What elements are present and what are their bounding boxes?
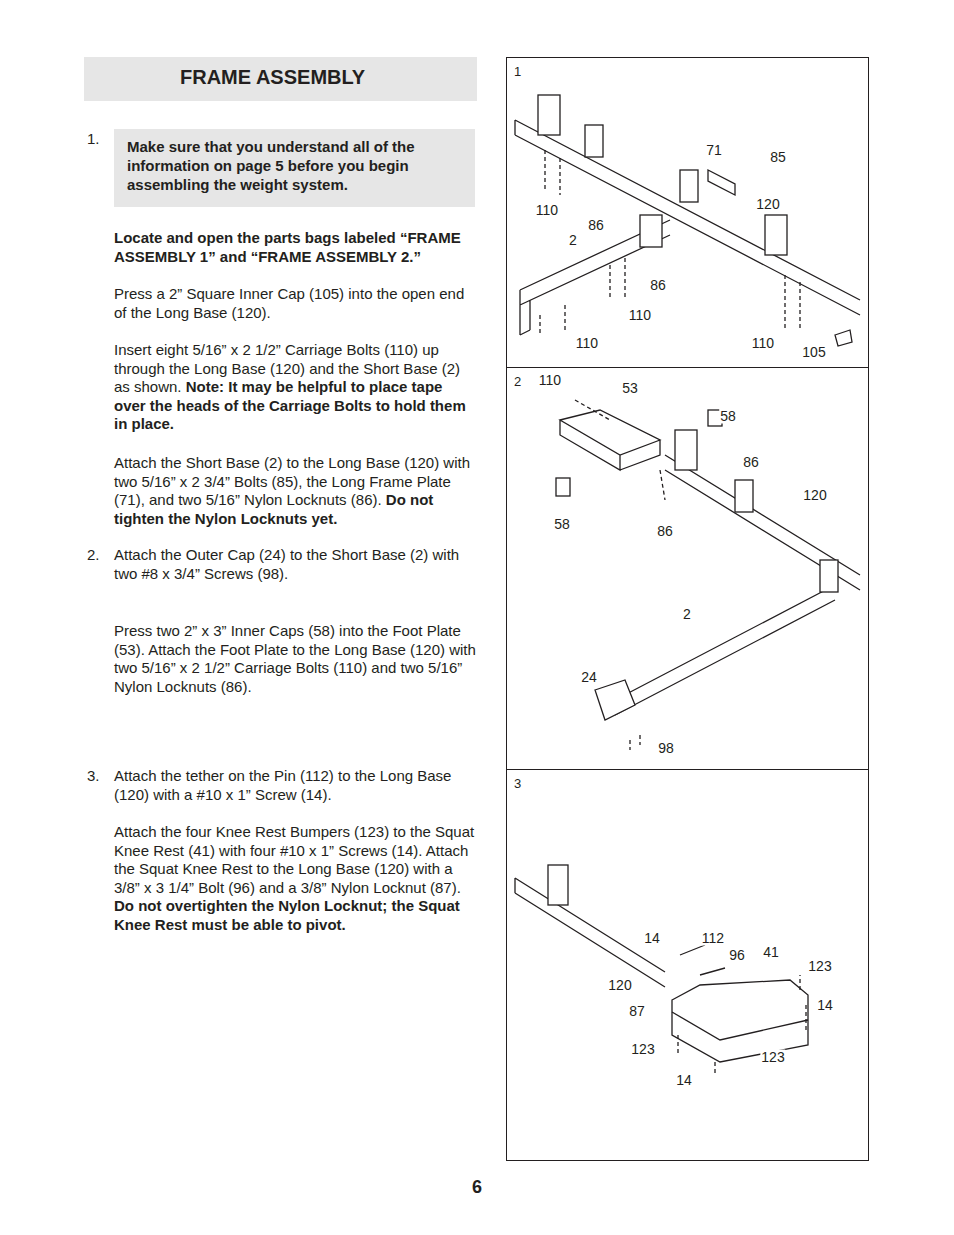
callout-number: 87: [628, 1004, 646, 1019]
callout-number: 14: [643, 931, 661, 946]
note-text: Make sure that you understand all of the…: [127, 137, 461, 194]
callout-number: 86: [649, 278, 667, 293]
callout-number: 110: [538, 373, 562, 388]
callout-number: 86: [587, 218, 605, 233]
callout-number: 2: [568, 233, 578, 248]
callout-number: 14: [675, 1073, 693, 1088]
instruction-paragraph: Attach the tether on the Pin (112) to th…: [114, 767, 477, 804]
step-number: 1.: [87, 130, 100, 147]
callout-number: 112: [701, 931, 725, 946]
instruction-paragraph: Press a 2” Square Inner Cap (105) into t…: [114, 285, 477, 322]
instruction-text: Attach the four Knee Rest Bumpers (123) …: [114, 823, 474, 896]
callout-number: 85: [769, 150, 787, 165]
step-panel: 1: [506, 57, 869, 368]
instruction-paragraph: Locate and open the parts bags labeled “…: [114, 229, 477, 266]
instruction-text: Do not overtighten the Nylon Locknut; th…: [114, 897, 460, 933]
callout-number: 120: [755, 197, 780, 212]
instruction-paragraph: 3.: [87, 767, 107, 786]
instruction-paragraph: Attach the Outer Cap (24) to the Short B…: [114, 546, 477, 583]
callout-number: 41: [762, 945, 780, 960]
callout-number: 110: [751, 336, 775, 351]
instruction-text: Press a 2” Square Inner Cap (105) into t…: [114, 285, 464, 321]
callout-number: 86: [742, 455, 760, 470]
title-band: [84, 57, 477, 101]
callout-number: 110: [628, 308, 652, 323]
instruction-paragraph: Press two 2” x 3” Inner Caps (58) into t…: [114, 622, 477, 696]
note-box: Make sure that you understand all of the…: [114, 129, 475, 207]
step-panel: 2: [506, 367, 869, 770]
callout-number: 110: [575, 336, 599, 351]
page-title: FRAME ASSEMBLY: [180, 66, 365, 89]
callout-number: 58: [553, 517, 571, 532]
callout-number: 24: [580, 670, 598, 685]
callout-number: 123: [807, 959, 832, 974]
instruction-paragraph: Insert eight 5/16” x 2 1/2” Carriage Bol…: [114, 341, 477, 434]
callout-number: 105: [801, 345, 826, 360]
callout-number: 123: [760, 1050, 785, 1065]
step-number: 2: [514, 374, 521, 389]
instruction-paragraph: Attach the Short Base (2) to the Long Ba…: [114, 454, 477, 528]
instruction-paragraph: 1.: [87, 130, 107, 149]
callout-number: 96: [728, 948, 746, 963]
instruction-text: Attach the Outer Cap (24) to the Short B…: [114, 546, 459, 582]
instruction-paragraph: Attach the four Knee Rest Bumpers (123) …: [114, 823, 477, 935]
callout-number: 14: [816, 998, 834, 1013]
page-number: 6: [472, 1177, 482, 1198]
instruction-text: Press two 2” x 3” Inner Caps (58) into t…: [114, 622, 476, 695]
callout-number: 86: [656, 524, 674, 539]
callout-number: 120: [802, 488, 827, 503]
callout-number: 53: [621, 381, 639, 396]
step-number: 2.: [87, 546, 100, 563]
callout-number: 120: [607, 978, 632, 993]
callout-number: 98: [657, 741, 675, 756]
callout-number: 2: [682, 607, 692, 622]
callout-number: 123: [630, 1042, 655, 1057]
instruction-text: Attach the tether on the Pin (112) to th…: [114, 767, 451, 803]
step-number: 3: [514, 776, 521, 791]
instruction-text: Locate and open the parts bags labeled “…: [114, 229, 461, 265]
callout-number: 110: [535, 203, 559, 218]
callout-number: 71: [705, 143, 723, 158]
step-number: 3.: [87, 767, 100, 784]
step-number: 1: [514, 64, 521, 79]
callout-number: 58: [719, 409, 737, 424]
instruction-paragraph: 2.: [87, 546, 107, 565]
